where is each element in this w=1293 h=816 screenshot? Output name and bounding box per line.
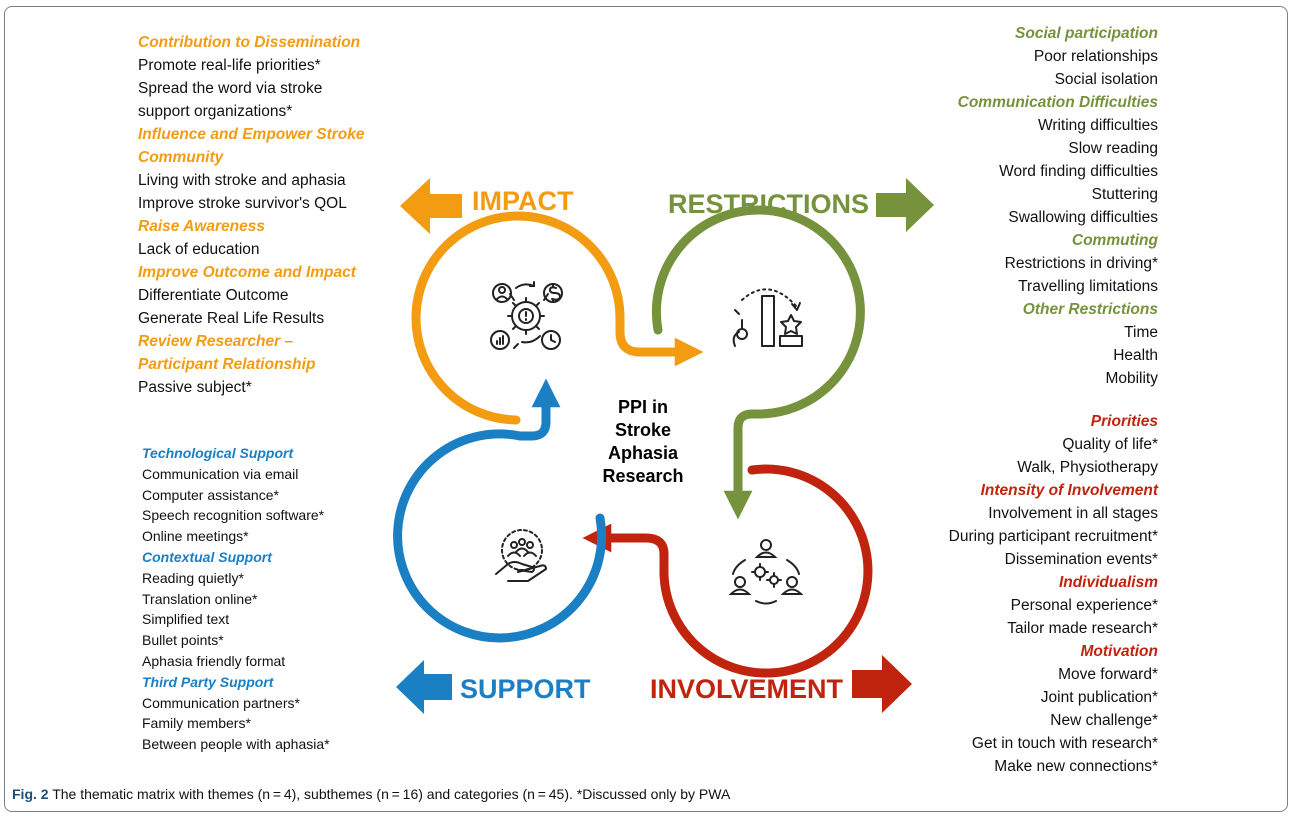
- figure-frame: [4, 6, 1288, 812]
- theme-label-involvement: INVOLVEMENT: [650, 674, 844, 704]
- center-title-line: PPI in: [617, 397, 668, 417]
- involvement-category-item: Personal experience*: [1010, 597, 1158, 614]
- support-category-item: Communication via email: [142, 465, 299, 482]
- impact-big-arrow: [400, 178, 462, 234]
- restrictions-category-item: Health: [1113, 347, 1158, 364]
- center-title: PPI in Stroke Aphasia Research: [588, 396, 698, 488]
- restrictions-category-item: Slow reading: [1068, 140, 1158, 157]
- support-category-item: Speech recognition software*: [142, 507, 325, 524]
- theme-label-impact: IMPACT: [472, 186, 574, 216]
- impact-category-item: Spread the word via stroke: [138, 80, 323, 97]
- support-big-arrow: [396, 660, 452, 714]
- impact-subtheme-heading: Review Researcher –: [138, 333, 294, 350]
- restrictions-category-item: Stuttering: [1091, 186, 1158, 203]
- support-category-item: Computer assistance*: [142, 486, 279, 503]
- involvement-category-item: Walk, Physiotherapy: [1017, 459, 1158, 476]
- support-category-item: Communication partners*: [142, 694, 300, 711]
- involvement-subtheme-heading: Individualism: [1058, 574, 1158, 591]
- support-category-item: Online meetings*: [142, 528, 249, 545]
- impact-subtheme-heading: Raise Awareness: [138, 218, 265, 235]
- restrictions-loop: [651, 205, 865, 520]
- support-category-item: Between people with aphasia*: [142, 736, 330, 753]
- theme-label-support: SUPPORT: [460, 674, 591, 704]
- impact-category-item: Differentiate Outcome: [138, 287, 289, 304]
- support-category-item: Reading quietly*: [142, 569, 244, 586]
- restrictions-big-arrow: [876, 178, 934, 232]
- restrictions-subtheme-heading: Social participation: [1015, 25, 1158, 42]
- involvement-category-item: Get in touch with research*: [971, 735, 1158, 752]
- restrictions-subtheme-heading: Communication Difficulties: [957, 94, 1158, 111]
- restrictions-category-item: Swallowing difficulties: [1008, 209, 1158, 226]
- support-subtheme-heading: Technological Support: [142, 445, 294, 461]
- theme-label-restrictions: RESTRICTIONS: [668, 189, 870, 219]
- involvement-category-item: New challenge*: [1050, 712, 1158, 729]
- caption-label: Fig. 2: [12, 786, 49, 802]
- impact-gears-icon: [490, 281, 563, 350]
- support-category-item: Simplified text: [142, 611, 230, 628]
- involvement-category-item: Involvement in all stages: [988, 505, 1158, 522]
- restrictions-category-item: Mobility: [1105, 370, 1158, 387]
- restrictions-category-item: Writing difficulties: [1037, 117, 1158, 134]
- impact-category-item: Living with stroke and aphasia: [138, 172, 346, 189]
- restrictions-podium-icon: [732, 288, 803, 347]
- restrictions-category-item: Social isolation: [1054, 71, 1158, 88]
- impact-subtheme-heading: Influence and Empower Stroke: [138, 126, 365, 143]
- restrictions-subtheme-heading: Commuting: [1071, 232, 1158, 249]
- center-title-line: Research: [602, 466, 684, 486]
- restrictions-category-item: Restrictions in driving*: [1004, 255, 1158, 272]
- impact-subtheme-heading: Contribution to Dissemination: [138, 34, 361, 51]
- restrictions-category-item: Word finding difficulties: [999, 163, 1158, 180]
- impact-category-item: Generate Real Life Results: [138, 310, 325, 327]
- involvement-team-icon: [728, 539, 804, 605]
- support-loop: [393, 378, 607, 643]
- restrictions-category-item: Travelling limitations: [1018, 278, 1158, 295]
- support-people-icon: [495, 529, 547, 582]
- support-category-item: Bullet points*: [142, 632, 224, 649]
- impact-subtheme-heading: Improve Outcome and Impact: [138, 264, 356, 281]
- involvement-category-item: Make new connections*: [994, 758, 1158, 775]
- impact-loop: [411, 211, 704, 425]
- support-subtheme-heading: Third Party Support: [142, 673, 274, 690]
- restrictions-subtheme-heading: Other Restrictions: [1022, 301, 1158, 318]
- impact-subtheme-heading: Participant Relationship: [138, 356, 316, 373]
- involvement-category-item: During participant recruitment*: [948, 528, 1158, 545]
- involvement-loop: [582, 464, 873, 678]
- involvement-subtheme-heading: Motivation: [1080, 643, 1159, 660]
- involvement-subtheme-heading: Priorities: [1090, 413, 1158, 430]
- center-title-line: Stroke: [614, 420, 672, 440]
- involvement-category-item: Move forward*: [1058, 666, 1158, 683]
- impact-category-item: Promote real-life priorities*: [138, 57, 321, 74]
- involvement-category-item: Joint publication*: [1040, 689, 1158, 706]
- caption-text: The thematic matrix with themes (n = 4),…: [52, 786, 731, 802]
- figure-caption: Fig. 2 The thematic matrix with themes (…: [12, 785, 730, 803]
- involvement-category-item: Tailor made research*: [1007, 620, 1158, 637]
- center-title-line: Aphasia: [607, 443, 679, 463]
- impact-category-item: Improve stroke survivor's QOL: [138, 195, 347, 212]
- support-subtheme-heading: Contextual Support: [142, 548, 272, 565]
- involvement-subtheme-heading: Intensity of Involvement: [980, 482, 1158, 499]
- impact-category-item: support organizations*: [138, 103, 293, 120]
- involvement-big-arrow: [852, 655, 912, 713]
- support-category-item: Aphasia friendly format: [142, 652, 286, 669]
- involvement-category-item: Quality of life*: [1062, 436, 1158, 453]
- restrictions-category-item: Poor relationships: [1033, 48, 1158, 65]
- impact-subtheme-heading: Community: [138, 149, 224, 166]
- impact-category-item: Lack of education: [138, 241, 260, 258]
- impact-category-item: Passive subject*: [138, 379, 252, 396]
- support-category-item: Translation online*: [142, 590, 258, 607]
- support-category-item: Family members*: [142, 715, 251, 732]
- restrictions-category-item: Time: [1124, 324, 1158, 341]
- involvement-category-item: Dissemination events*: [1004, 551, 1158, 568]
